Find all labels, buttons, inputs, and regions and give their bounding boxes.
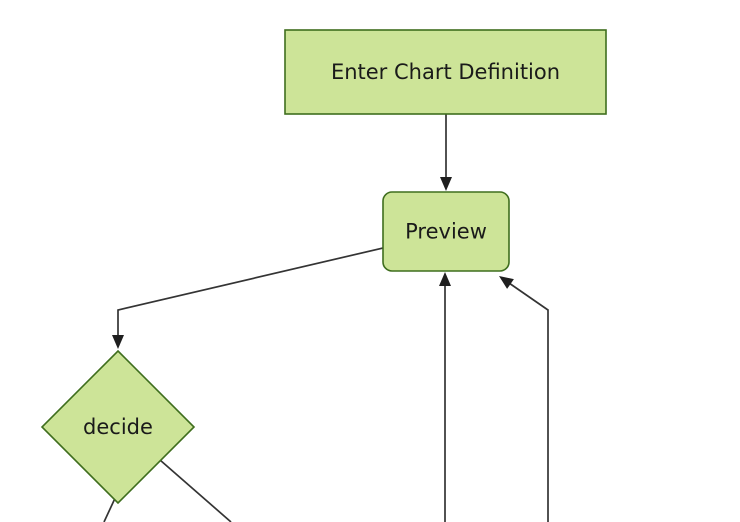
node-decide: decide: [40, 349, 196, 505]
node-preview-shape: [382, 191, 510, 272]
node-preview-label: Preview: [405, 220, 487, 244]
node-preview: Preview: [382, 191, 510, 272]
node-enter-chart-definition-label: Enter Chart Definition: [331, 60, 560, 84]
arrowhead-up-icon: [439, 272, 451, 286]
arrowhead-down-icon: [112, 335, 124, 349]
edge-decide-to-offscreen-bottom-right: [159, 459, 232, 522]
edge-offscreen-bottom-to-preview: [439, 272, 451, 522]
node-enter-chart-definition: Enter Chart Definition: [284, 29, 607, 115]
node-enter-chart-definition-shape: [284, 29, 607, 115]
edge-line: [117, 247, 384, 336]
arrowhead-down-icon: [440, 177, 452, 191]
edge-offscreen-bottom-right-to-preview: [499, 276, 549, 522]
edge-preview-to-decide: [112, 247, 384, 349]
arrowhead-up-left-icon: [499, 276, 514, 289]
node-decide-shape: [40, 349, 196, 505]
edge-line: [159, 459, 232, 522]
edge-line: [508, 282, 549, 522]
edge-definition-to-preview: [440, 114, 452, 191]
node-decide-label: decide: [83, 415, 153, 439]
